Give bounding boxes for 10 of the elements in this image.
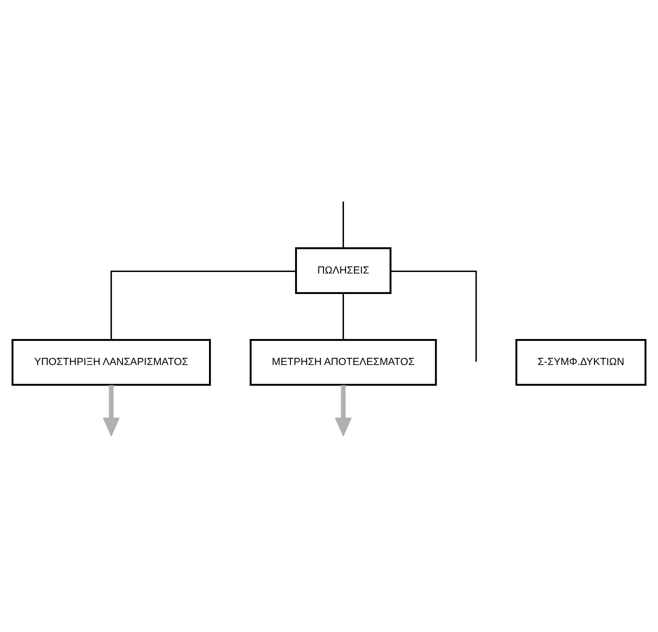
node-box: ΥΠΟΣΤΗΡΙΞΗ ΛΑΝΣΑΡΙΣΜΑΤΟΣ [12,338,211,386]
node-box: ΜΕΤΡΗΣΗ ΑΠΟΤΕΛΕΣΜΑΤΟΣ [250,338,437,386]
connector [342,201,344,248]
connector [342,292,344,340]
arrow [102,384,120,436]
node-box: ΠΩΛΗΣΕΙΣ [295,246,392,294]
connector [110,270,296,340]
node-box: Σ-ΣΥΜΦ.ΔΥΚΤΙΩΝ [515,338,646,386]
connector [390,270,477,362]
arrow [334,384,352,436]
